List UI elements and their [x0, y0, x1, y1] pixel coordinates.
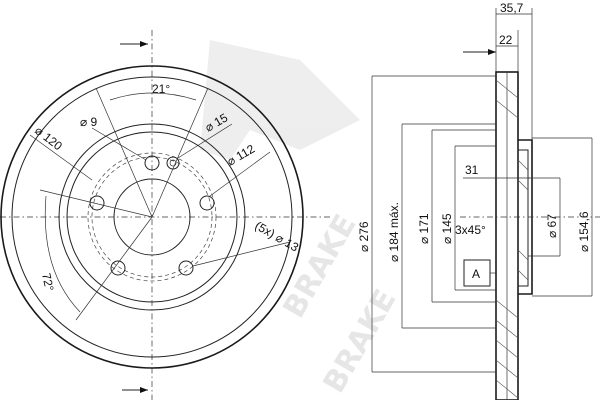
watermark-text-1: BRAKE: [277, 209, 364, 324]
hub-section: [517, 149, 529, 287]
angle-21-leader-a: [95, 87, 153, 218]
dim-angle-72: 72°: [39, 272, 57, 293]
side-top-arrow: [488, 49, 496, 55]
hub-circle-120: [87, 152, 217, 282]
hub-hatching: [517, 159, 529, 281]
dim-chamfer: 3x45°: [455, 223, 486, 237]
side-view: 35,7 22 ⌀ 276 ⌀ 184 máx. ⌀ 171 ⌀ 145 31 …: [357, 1, 600, 400]
stud-hole-3: [178, 260, 194, 276]
disc-hatching: [495, 79, 519, 399]
dim-center-bore: ⌀ 67: [545, 214, 559, 238]
angle-72-arc: [44, 195, 81, 313]
angle-21-leader-b: [151, 87, 209, 218]
front-view: 21° ⌀ 9 ⌀ 15 ⌀ 120 ⌀ 112 (5x) ⌀ 13 72°: [0, 30, 330, 400]
dim-outer-dia: ⌀ 276: [357, 221, 371, 252]
dim-total-thickness: 35,7: [500, 1, 524, 15]
angle-72-leader-b: [75, 216, 153, 321]
dim-bolt-hole-9: ⌀ 9: [80, 115, 98, 129]
angle-21-arc: [109, 92, 197, 101]
stud-hole-2: [199, 195, 215, 211]
leader-13: [192, 241, 291, 267]
datum-label: A: [472, 267, 480, 281]
watermark-shape: [200, 40, 360, 160]
friction-inner-ring: [58, 123, 246, 311]
dim-inner-ring-dia: ⌀ 171: [417, 213, 431, 244]
watermark-text-2: BRAKE: [317, 284, 404, 399]
leader-9: [91, 127, 147, 161]
dim-friction-dia: ⌀ 184 máx.: [387, 202, 401, 262]
locating-hole-inner: [169, 159, 177, 167]
dim-hub-dia: ⌀ 154,6: [577, 211, 591, 252]
leader-120: [29, 134, 93, 181]
leader-15: [177, 123, 233, 159]
dim-hat-dia: ⌀ 145: [440, 213, 454, 244]
hat-outer-ring: [66, 131, 238, 303]
dim-angle-21: 21°: [152, 82, 170, 96]
stud-hole-4: [110, 260, 126, 276]
stud-hole-5: [89, 195, 105, 211]
leader-112: [209, 151, 271, 197]
dim-hat-height: 31: [465, 163, 479, 177]
disc-outer-edge: [0, 65, 304, 369]
angle-72-leader-a: [39, 189, 153, 218]
front-bottom-marker-arrow: [140, 387, 148, 393]
pcd-circle-112: [91, 156, 213, 278]
stud-hole-1: [144, 155, 160, 171]
dim-disc-thickness: 22: [499, 33, 513, 47]
center-bore: [113, 178, 191, 256]
disc-outer-ring: [11, 76, 293, 358]
front-top-marker-arrow: [140, 41, 148, 47]
